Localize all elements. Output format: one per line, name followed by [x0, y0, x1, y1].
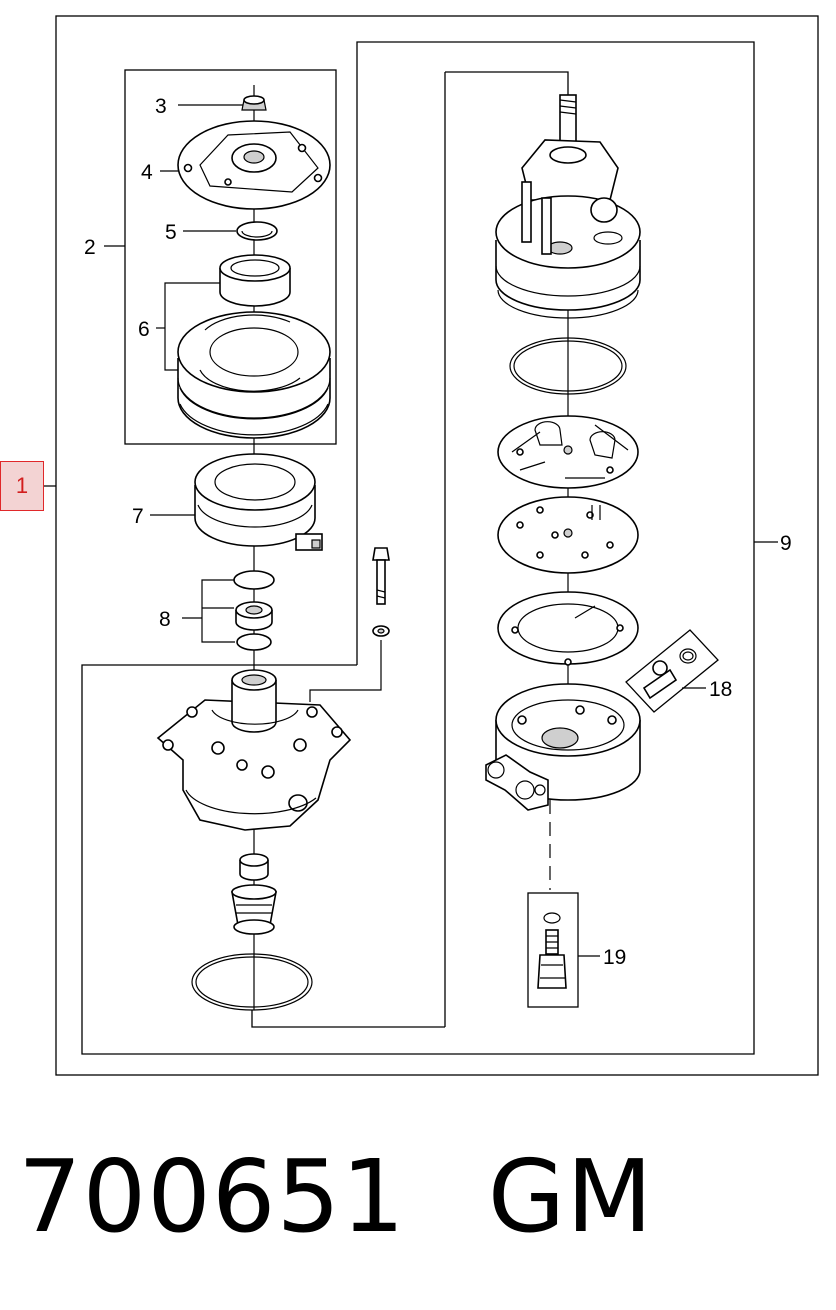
- suction-gasket: [497, 591, 639, 666]
- pulley-part-6: [177, 311, 331, 439]
- callout-18[interactable]: 18: [709, 678, 732, 701]
- group-frame-2: [124, 69, 337, 445]
- relief-valve-part-18: [625, 629, 719, 713]
- callout-8[interactable]: 8: [159, 608, 171, 631]
- fitting-part-19: [527, 892, 579, 1008]
- part-number: 700651: [18, 1138, 406, 1255]
- outer-frame: [55, 15, 819, 1076]
- o-ring-upper: [509, 337, 627, 395]
- seal-kit-part-8: [233, 570, 275, 651]
- selected-callout-hotspot[interactable]: 1: [0, 461, 44, 511]
- part-number-footer: 700651 GM: [18, 1138, 654, 1255]
- nut-part-3: [241, 95, 267, 111]
- cylinder-head: [495, 94, 641, 319]
- front-housing: [156, 669, 352, 831]
- shaft-seal-parts: [231, 853, 277, 935]
- callout-5[interactable]: 5: [165, 221, 177, 244]
- callout-2[interactable]: 2: [84, 236, 96, 259]
- callout-6[interactable]: 6: [138, 318, 150, 341]
- inner-frame: [445, 71, 569, 95]
- valve-plate: [497, 496, 639, 574]
- o-ring-lower: [191, 953, 313, 1011]
- callout-3[interactable]: 3: [155, 95, 167, 118]
- snap-ring-part-5: [236, 221, 278, 241]
- manufacturer-name: GM: [487, 1138, 654, 1255]
- bearing-part-6: [219, 254, 291, 307]
- clutch-plate-part-4: [177, 120, 331, 210]
- exploded-compressor-diagram: 2 3 4 5 6 7 8 9 18 19: [18, 15, 819, 1076]
- rear-housing: [485, 683, 641, 811]
- callout-9[interactable]: 9: [780, 532, 792, 555]
- field-coil-part-7: [194, 453, 323, 551]
- bolt-and-washer: [372, 547, 390, 637]
- callout-19[interactable]: 19: [603, 946, 626, 969]
- assembly-frame-9: [81, 41, 755, 1055]
- reed-valve-plate: [497, 415, 639, 489]
- callout-4[interactable]: 4: [141, 161, 153, 184]
- callout-7[interactable]: 7: [132, 505, 144, 528]
